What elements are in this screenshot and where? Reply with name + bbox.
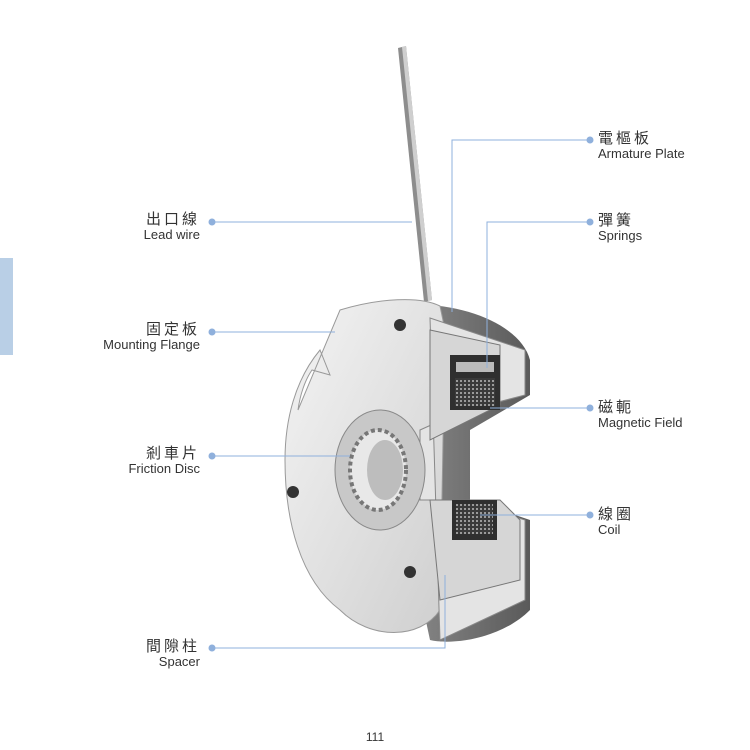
label-mounting-flange: 固定板 Mounting Flange <box>103 321 200 353</box>
label-friction-disc: 剎車片 Friction Disc <box>128 445 200 477</box>
lead-wire-drawing <box>398 46 432 302</box>
coil-drawing <box>456 504 493 534</box>
leader-lines <box>212 139 590 649</box>
section-tab <box>0 258 13 355</box>
label-lead-wire: 出口線 Lead wire <box>143 211 200 243</box>
springs-drawing <box>456 362 494 372</box>
page-number: 111 <box>365 730 385 744</box>
label-armature-plate: 電樞板 Armature Plate <box>598 130 685 162</box>
leader-dots <box>208 136 594 652</box>
label-springs: 彈簧 Springs <box>598 212 643 244</box>
label-coil: 線圈 Coil <box>598 506 635 538</box>
magnetic-field-drawing <box>455 378 495 406</box>
label-spacer: 間隙柱 Spacer <box>145 638 200 670</box>
label-magnetic-field: 磁軛 Magnetic Field <box>598 399 683 431</box>
